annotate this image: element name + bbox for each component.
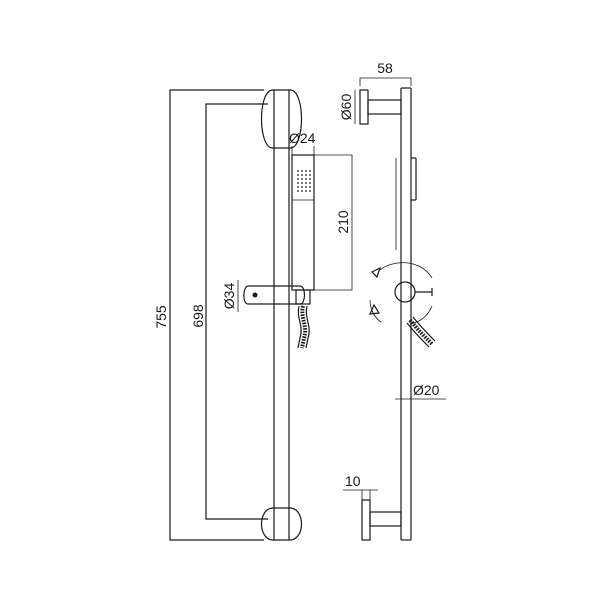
side-view: 58 Ø60	[338, 60, 446, 541]
dimension-bracket-thickness: 10	[343, 473, 378, 500]
dimension-handshower-diameter: Ø24	[289, 130, 316, 155]
bottom-bracket-arm	[369, 511, 402, 527]
front-view: 755 698	[153, 89, 353, 541]
side-bottom-bracket	[361, 499, 402, 541]
bar-diameter-label: Ø20	[413, 382, 440, 398]
side-hose	[406, 316, 436, 348]
dimension-bracket-depth: 58	[359, 60, 412, 86]
rail-bar	[273, 90, 290, 540]
dimension-bar-length: 698	[190, 103, 268, 520]
overall-length-label: 755	[153, 305, 169, 329]
top-bracket-arm	[367, 99, 402, 115]
dimension-slider-diameter: Ø34	[221, 280, 239, 312]
bottom-wall-plate	[361, 499, 371, 541]
dimension-bar-diameter: Ø20	[395, 382, 446, 400]
handshower-length-label: 210	[335, 210, 351, 234]
dimension-handshower-length: 210	[314, 154, 353, 291]
rotation-arrow-bottom	[369, 303, 381, 315]
hand-shower-connector	[295, 289, 311, 305]
slider-knob	[394, 281, 416, 303]
side-hand-shower	[395, 157, 417, 250]
bar-length-label: 698	[190, 304, 206, 328]
top-wall-bracket	[260, 89, 303, 149]
rotation-arrow-top	[370, 266, 382, 279]
shower-spray-holes	[297, 170, 311, 192]
dimension-overall-length: 755	[153, 89, 264, 541]
bracket-thickness-label: 10	[345, 473, 361, 489]
bottom-wall-bracket	[260, 507, 303, 541]
slider-diameter-label: Ø34	[221, 283, 237, 310]
dimension-bracket-diameter: Ø60	[338, 90, 356, 124]
bracket-depth-label: 58	[377, 60, 393, 76]
shower-hose	[297, 305, 310, 349]
handshower-diameter-label: Ø24	[289, 130, 316, 146]
top-wall-plate	[359, 89, 369, 125]
side-top-bracket	[359, 89, 402, 125]
slider-knob-dot	[252, 292, 258, 298]
hand-shower	[291, 154, 315, 305]
side-rail-bar	[400, 87, 412, 541]
bracket-diameter-label: Ø60	[338, 94, 354, 121]
